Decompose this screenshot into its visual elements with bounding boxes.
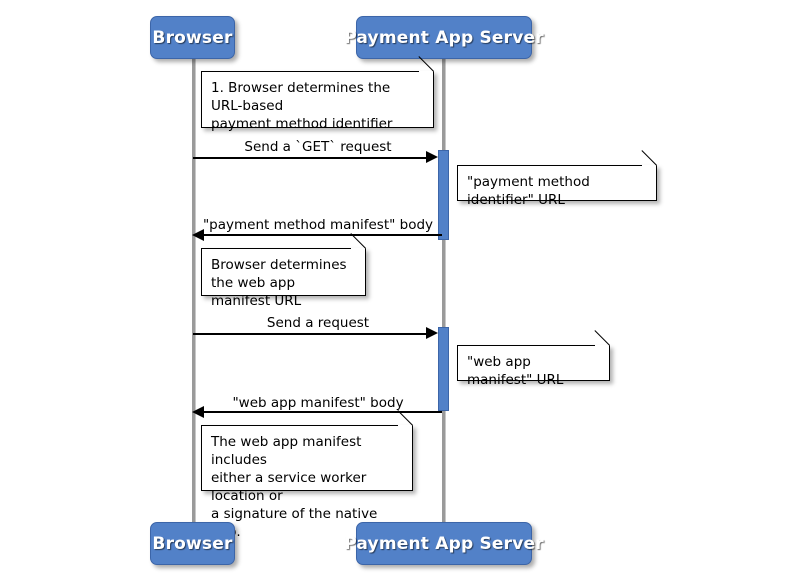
- lifeline-payment-app-server: [442, 58, 445, 525]
- note-browser-determines-web-app-manifest-url: Browser determines the web app manifest …: [201, 233, 366, 309]
- message-label-web-app-manifest-body: "web app manifest" body: [232, 395, 404, 411]
- note-url-based-identifier: 1. Browser determines the URL-based paym…: [201, 56, 434, 132]
- participant-payment-app-server-top[interactable]: Payment App Server: [344, 16, 544, 59]
- note-web-app-manifest-includes-text: The web app manifest includes either a s…: [211, 434, 378, 540]
- message-arrowhead-send-get-request: [426, 151, 438, 163]
- participant-browser-bottom-label: Browser: [152, 533, 233, 554]
- message-label-send-get-request: Send a `GET` request: [244, 139, 392, 155]
- note-web-app-manifest-url-text: "web app manifest" URL: [467, 354, 564, 388]
- note-fold-icon: [351, 248, 366, 263]
- note-fold-line-icon: [641, 150, 657, 166]
- note-web-app-manifest-includes: The web app manifest includes either a s…: [201, 410, 413, 540]
- activation-bar-server-first: [438, 150, 449, 240]
- participant-payment-app-server-bottom[interactable]: Payment App Server: [344, 522, 544, 565]
- activation-bar-server-second: [438, 327, 449, 411]
- note-fold-icon: [642, 165, 657, 180]
- message-line-payment-method-manifest-body: [204, 234, 442, 236]
- participant-browser-top-label: Browser: [152, 27, 233, 48]
- note-fold-line-icon: [594, 330, 610, 346]
- participant-browser-bottom[interactable]: Browser: [150, 522, 235, 565]
- message-label-payment-method-manifest-body: "payment method manifest" body: [202, 217, 434, 233]
- participant-payment-app-server-bottom-label: Payment App Server: [344, 533, 544, 554]
- note-fold-icon: [595, 345, 610, 360]
- note-payment-method-identifier-url: "payment method identifier" URL: [457, 150, 657, 208]
- participant-payment-app-server-top-label: Payment App Server: [344, 27, 544, 48]
- message-arrowhead-send-a-request: [426, 327, 438, 339]
- message-arrowhead-payment-method-manifest-body: [192, 229, 204, 241]
- note-browser-determines-web-app-manifest-url-text: Browser determines the web app manifest …: [211, 257, 347, 309]
- message-line-web-app-manifest-body: [204, 411, 442, 413]
- note-fold-icon: [419, 71, 434, 86]
- message-line-send-a-request: [193, 333, 432, 335]
- message-line-send-get-request: [193, 157, 432, 159]
- note-payment-method-identifier-url-text: "payment method identifier" URL: [467, 174, 590, 208]
- message-label-send-a-request: Send a request: [266, 315, 370, 331]
- note-web-app-manifest-url: "web app manifest" URL: [457, 330, 610, 388]
- lifeline-browser: [192, 58, 195, 525]
- participant-browser-top[interactable]: Browser: [150, 16, 235, 59]
- note-url-based-identifier-text: 1. Browser determines the URL-based paym…: [211, 80, 393, 132]
- message-arrowhead-web-app-manifest-body: [192, 406, 204, 418]
- note-fold-icon: [398, 425, 413, 440]
